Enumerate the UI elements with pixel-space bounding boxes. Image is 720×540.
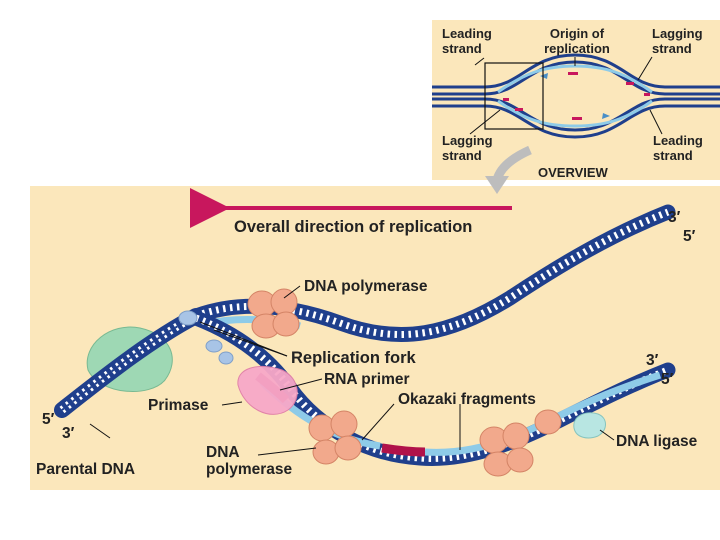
primase-shape	[237, 366, 298, 415]
label-dna-polymerase-top: DNA polymerase	[304, 278, 428, 295]
end-label-mid-5: 5′	[661, 371, 674, 388]
dna-polymerase-right-shape	[479, 409, 562, 477]
label-dna-ligase: DNA ligase	[616, 433, 698, 450]
end-label-left-3: 3′	[62, 425, 75, 442]
binding-protein-shape	[218, 351, 234, 365]
rna-primer-shape	[381, 443, 426, 457]
binding-protein-shape	[205, 339, 223, 353]
overview-bubble	[432, 53, 720, 139]
label-direction: Overall direction of replication	[234, 218, 472, 236]
end-label-left-5: 5′	[42, 411, 55, 428]
end-label-mid-3: 3′	[646, 352, 659, 369]
label-okazaki-fragments: Okazaki fragments	[398, 391, 536, 408]
leader-line	[474, 57, 485, 66]
label-rna-primer: RNA primer	[324, 371, 410, 388]
leader-line	[649, 109, 663, 135]
label-replication-fork: Replication fork	[291, 349, 417, 367]
end-label-top-5: 5′	[683, 228, 696, 245]
dna-polymerase-bottom-shape	[308, 410, 362, 465]
label-parental-dna: Parental DNA	[36, 461, 135, 478]
zoom-arrow	[492, 145, 532, 182]
binding-protein-shape	[178, 310, 198, 326]
leader-line	[469, 109, 501, 135]
leader-lines	[89, 285, 615, 456]
leader-line	[637, 56, 653, 81]
label-primase: Primase	[148, 397, 209, 414]
dna-ligase-shape	[573, 412, 606, 439]
end-label-top-3: 3′	[668, 209, 681, 226]
parental-dna	[54, 308, 204, 418]
dna-polymerase-top-shape	[247, 288, 300, 339]
zoom-arrow-head	[485, 176, 509, 194]
zoom-box	[484, 62, 544, 130]
overview-caption: OVERVIEW	[538, 165, 609, 180]
